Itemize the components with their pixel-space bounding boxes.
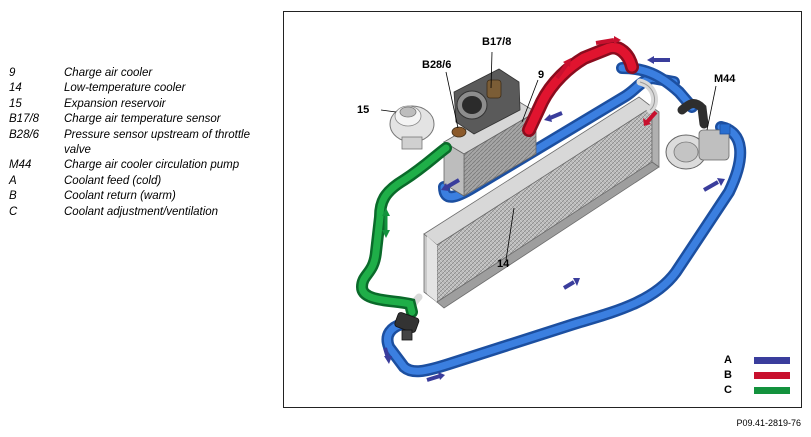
coolant-feed-hose	[381, 121, 747, 378]
color-key-letter: B	[724, 369, 732, 381]
legend-text: Low-temperature cooler	[64, 82, 186, 95]
legend-code: A	[9, 174, 17, 187]
feed-flow-arrow	[426, 374, 441, 382]
expansion-reservoir	[389, 105, 435, 150]
legend-code: 14	[9, 82, 22, 95]
feed-flow-arrow-head	[438, 372, 445, 380]
legend-row-b28-6: B28/6 Pressure sensor upstream of thrott…	[9, 128, 279, 159]
figure-id: P09.41-2819-76	[736, 418, 801, 428]
callout-leader-lines	[380, 51, 717, 261]
return-flow-arrow	[595, 38, 615, 45]
legend-text: Pressure sensor upstream of throttle val…	[64, 128, 250, 157]
coolant-circuit-drawing	[355, 36, 747, 382]
legend-text: Charge air cooler	[64, 67, 153, 79]
legend-code: 9	[9, 67, 16, 79]
low-temperature-cooler	[423, 96, 660, 309]
legend: 9 Charge air cooler 14 Low-temperature c…	[9, 66, 279, 220]
color-key-b: B	[724, 369, 790, 381]
callout-m44: M44	[714, 73, 736, 85]
circulation-pump	[665, 99, 731, 170]
color-key-swatch-blue	[754, 356, 790, 364]
hose-junction	[394, 312, 420, 341]
callout-b28-6: B28/6	[422, 59, 452, 71]
feed-flow-arrow	[703, 180, 719, 192]
callout-9: 9	[538, 69, 545, 81]
legend-row-b17-8: B17/8 Charge air temperature sensor	[9, 112, 279, 127]
ventilation-flow-arrow-head	[382, 230, 390, 238]
legend-row-14: 14 Low-temperature cooler	[9, 81, 279, 96]
color-key-swatch-green	[754, 386, 790, 394]
return-flow-arrow-head	[643, 118, 651, 126]
legend-row-a: A Coolant feed (cold)	[9, 174, 279, 189]
feed-flow-arrow	[562, 280, 576, 290]
legend-code: M44	[9, 159, 32, 172]
charge-air-cooler	[443, 68, 537, 197]
return-flow-arrow-head	[614, 36, 621, 44]
feed-flow-arrow-head	[573, 278, 580, 286]
color-key-swatch-red	[754, 371, 790, 379]
feed-flow-arrow-head	[384, 356, 392, 364]
ventilation-flow-arrow-head	[382, 208, 390, 216]
feed-flow-arrow-head	[647, 56, 654, 64]
legend-row-9: 9 Charge air cooler	[9, 66, 279, 81]
legend-row-15: 15 Expansion reservoir	[9, 97, 279, 112]
legend-row-m44: M44 Charge air cooler circulation pump	[9, 158, 279, 173]
return-flow-arrow	[645, 110, 658, 124]
legend-text: Coolant return (warm)	[64, 190, 176, 203]
legend-row-b: B Coolant return (warm)	[9, 189, 279, 204]
feed-flow-arrow	[549, 111, 563, 120]
legend-code: C	[9, 205, 18, 218]
return-flow-arrow-head	[563, 58, 571, 67]
legend-code: B	[9, 190, 17, 203]
coolant-ventilation-hose	[355, 142, 452, 318]
callout-15: 15	[357, 104, 370, 116]
callout-b17-8: B17/8	[482, 36, 512, 48]
legend-text: Charge air temperature sensor	[64, 113, 221, 126]
legend-code: 15	[9, 97, 22, 110]
feed-flow-arrow-head	[544, 114, 552, 122]
legend-code: B28/6	[9, 128, 40, 141]
feed-flow-arrow-head	[441, 183, 449, 191]
legend-text: Charge air cooler circulation pump	[64, 159, 240, 172]
color-key-a: A	[724, 354, 790, 366]
color-key-letter: C	[724, 384, 732, 396]
coolant-circuit-figure: B17/8 B28/6 9 15 M44 14 A B C	[283, 11, 802, 408]
coolant-return-hose	[522, 40, 639, 137]
legend-text: Coolant adjustment/ventilation	[64, 205, 219, 218]
legend-row-c: C Coolant adjustment/ventilation	[9, 205, 279, 220]
cooler-outlet-pipe-edge	[639, 81, 656, 111]
callout-14: 14	[497, 258, 510, 270]
feed-flow-arrow	[445, 178, 461, 189]
return-flow-arrow	[555, 62, 569, 80]
legend-text: Expansion reservoir	[64, 97, 166, 110]
flow-arrows	[382, 36, 725, 382]
color-key-letter: A	[724, 354, 732, 366]
color-key-c: C	[724, 384, 790, 396]
legend-code: B17/8	[9, 113, 40, 126]
legend-text: Coolant feed (cold)	[64, 174, 162, 187]
feed-flow-arrow-head	[717, 178, 725, 186]
